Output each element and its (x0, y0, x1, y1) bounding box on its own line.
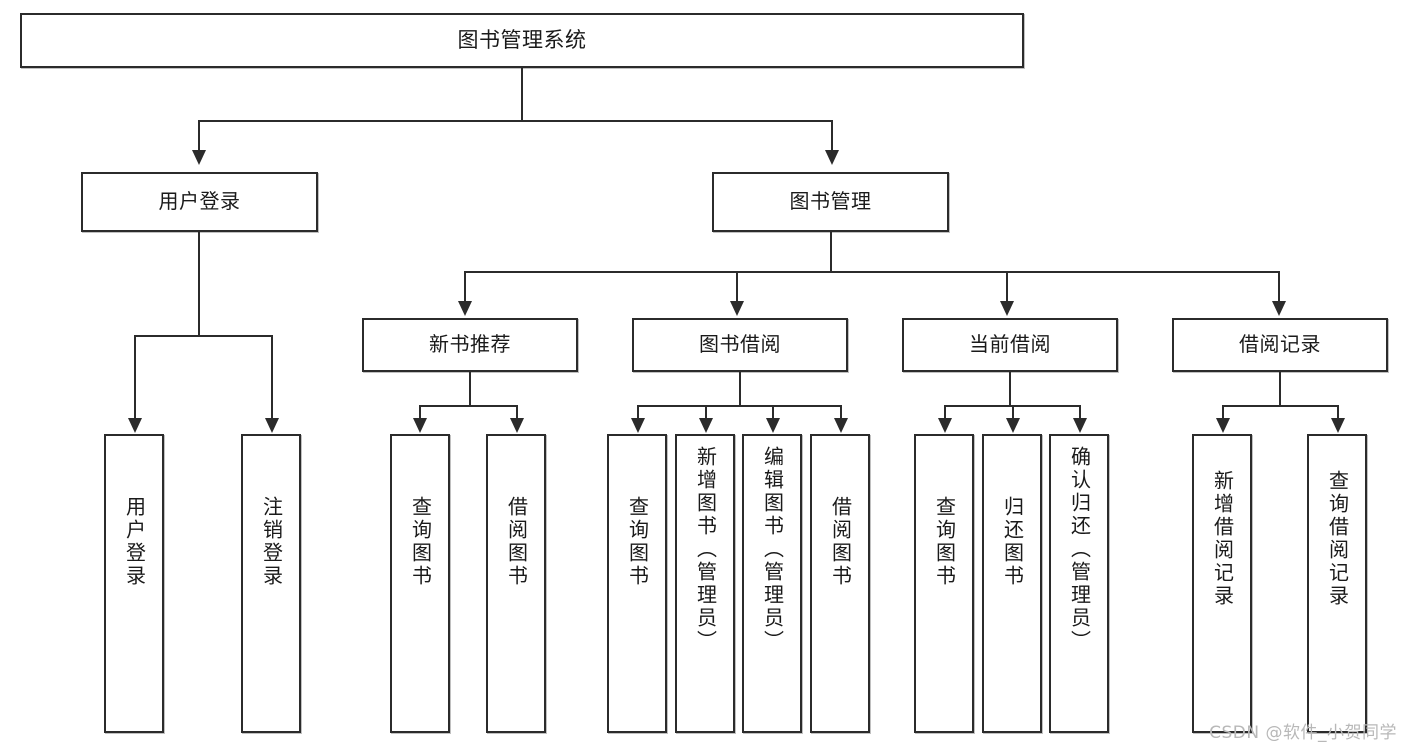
leaf-borrow-book-borrow[interactable]: 借阅图书 (810, 434, 870, 733)
arrow-book-borrow-to-leaf-3 (766, 418, 780, 433)
connector-book-manage-to-new-book (464, 271, 466, 303)
node-root-book-management-system[interactable]: 图书管理系统 (20, 13, 1024, 68)
connector-user-login-stem (198, 232, 200, 336)
node-current-borrow[interactable]: 当前借阅 (902, 318, 1118, 372)
connector-borrow-record-stem (1279, 372, 1281, 406)
node-book-management[interactable]: 图书管理 (712, 172, 949, 232)
node-label: 图书管理 (789, 189, 872, 214)
node-label: 图书借阅 (699, 332, 781, 357)
connector-current-borrow-to-leaf-3 (1079, 405, 1081, 420)
arrow-book-borrow-to-leaf-4 (834, 418, 848, 433)
arrow-root-to-user-login (192, 150, 206, 165)
connector-book-borrow-bar (637, 405, 841, 407)
node-borrow-record[interactable]: 借阅记录 (1172, 318, 1388, 372)
connector-book-borrow-to-leaf-2 (705, 405, 707, 420)
connector-root-to-book-manage (831, 120, 833, 152)
arrow-borrow-record-to-leaf-1 (1216, 418, 1230, 433)
leaf-confirm-return-admin[interactable]: 确认归还（管理员） (1049, 434, 1109, 733)
node-label: 查询图书 (625, 496, 650, 588)
node-label: 新书推荐 (429, 332, 511, 357)
connector-current-borrow-to-leaf-2 (1012, 405, 1014, 420)
leaf-add-borrow-record[interactable]: 新增借阅记录 (1192, 434, 1252, 733)
connector-current-borrow-to-leaf-1 (944, 405, 946, 420)
node-label: 新增图书（管理员） (693, 446, 718, 653)
connector-current-borrow-bar (944, 405, 1079, 407)
connector-book-manage-bar (464, 271, 1280, 273)
node-label: 注销登录 (259, 496, 284, 588)
arrow-current-borrow-to-leaf-2 (1006, 418, 1020, 433)
arrow-user-login-to-leaf-1 (128, 418, 142, 433)
leaf-query-borrow-record[interactable]: 查询借阅记录 (1307, 434, 1367, 733)
connector-new-book-stem (469, 372, 471, 406)
node-label: 查询借阅记录 (1325, 470, 1350, 608)
arrow-borrow-record-to-leaf-2 (1331, 418, 1345, 433)
node-label: 编辑图书（管理员） (760, 446, 785, 653)
node-book-borrow[interactable]: 图书借阅 (632, 318, 848, 372)
arrow-book-borrow-to-leaf-1 (631, 418, 645, 433)
node-label: 借阅图书 (504, 496, 529, 588)
arrow-book-borrow-to-leaf-2 (699, 418, 713, 433)
node-new-book-recommend[interactable]: 新书推荐 (362, 318, 578, 372)
connector-borrow-record-to-leaf-2 (1337, 405, 1339, 420)
node-label: 新增借阅记录 (1210, 470, 1235, 608)
connector-book-borrow-to-leaf-3 (772, 405, 774, 420)
node-label: 借阅图书 (828, 496, 853, 588)
arrow-book-manage-to-book-borrow (730, 301, 744, 316)
arrow-user-login-to-leaf-2 (265, 418, 279, 433)
leaf-user-login[interactable]: 用户登录 (104, 434, 164, 733)
leaf-query-book-borrow[interactable]: 查询图书 (607, 434, 667, 733)
arrow-current-borrow-to-leaf-1 (938, 418, 952, 433)
node-label: 归还图书 (1000, 496, 1025, 588)
connector-book-manage-to-book-borrow (736, 271, 738, 303)
node-label: 图书管理系统 (457, 28, 587, 53)
node-label: 查询图书 (408, 496, 433, 588)
connector-book-borrow-stem (739, 372, 741, 406)
arrow-book-manage-to-borrow-record (1272, 301, 1286, 316)
leaf-query-book-new-recommend[interactable]: 查询图书 (390, 434, 450, 733)
connector-new-book-to-leaf-1 (419, 405, 421, 420)
node-label: 用户登录 (158, 189, 241, 214)
connector-borrow-record-to-leaf-1 (1222, 405, 1224, 420)
connector-book-manage-stem (830, 232, 832, 272)
node-label: 用户登录 (122, 496, 147, 588)
connector-new-book-bar (419, 405, 518, 407)
leaf-logout-login[interactable]: 注销登录 (241, 434, 301, 733)
connector-borrow-record-bar (1222, 405, 1339, 407)
arrow-current-borrow-to-leaf-3 (1073, 418, 1087, 433)
connector-root-stem (521, 68, 523, 121)
node-label: 借阅记录 (1239, 332, 1321, 357)
node-user-login[interactable]: 用户登录 (81, 172, 318, 232)
connector-current-borrow-stem (1009, 372, 1011, 406)
connector-root-to-user-login (198, 120, 200, 152)
arrow-book-manage-to-new-book (458, 301, 472, 316)
leaf-add-book-admin[interactable]: 新增图书（管理员） (675, 434, 735, 733)
connector-new-book-to-leaf-2 (516, 405, 518, 420)
connector-user-login-bar (134, 335, 272, 337)
connector-root-bar (198, 120, 833, 122)
arrow-root-to-book-manage (825, 150, 839, 165)
leaf-return-book[interactable]: 归还图书 (982, 434, 1042, 733)
arrow-new-book-to-leaf-2 (510, 418, 524, 433)
leaf-query-book-current[interactable]: 查询图书 (914, 434, 974, 733)
leaf-borrow-book-new-recommend[interactable]: 借阅图书 (486, 434, 546, 733)
arrow-new-book-to-leaf-1 (413, 418, 427, 433)
connector-book-manage-to-current-borrow (1006, 271, 1008, 303)
leaf-edit-book-admin[interactable]: 编辑图书（管理员） (742, 434, 802, 733)
node-label: 查询图书 (932, 496, 957, 588)
connector-user-login-to-leaf-2 (271, 335, 273, 420)
node-label: 确认归还（管理员） (1067, 446, 1092, 653)
connector-book-borrow-to-leaf-4 (840, 405, 842, 420)
connector-book-manage-to-borrow-record (1278, 271, 1280, 303)
connector-user-login-to-leaf-1 (134, 335, 136, 420)
arrow-book-manage-to-current-borrow (1000, 301, 1014, 316)
node-label: 当前借阅 (969, 332, 1051, 357)
connector-book-borrow-to-leaf-1 (637, 405, 639, 420)
